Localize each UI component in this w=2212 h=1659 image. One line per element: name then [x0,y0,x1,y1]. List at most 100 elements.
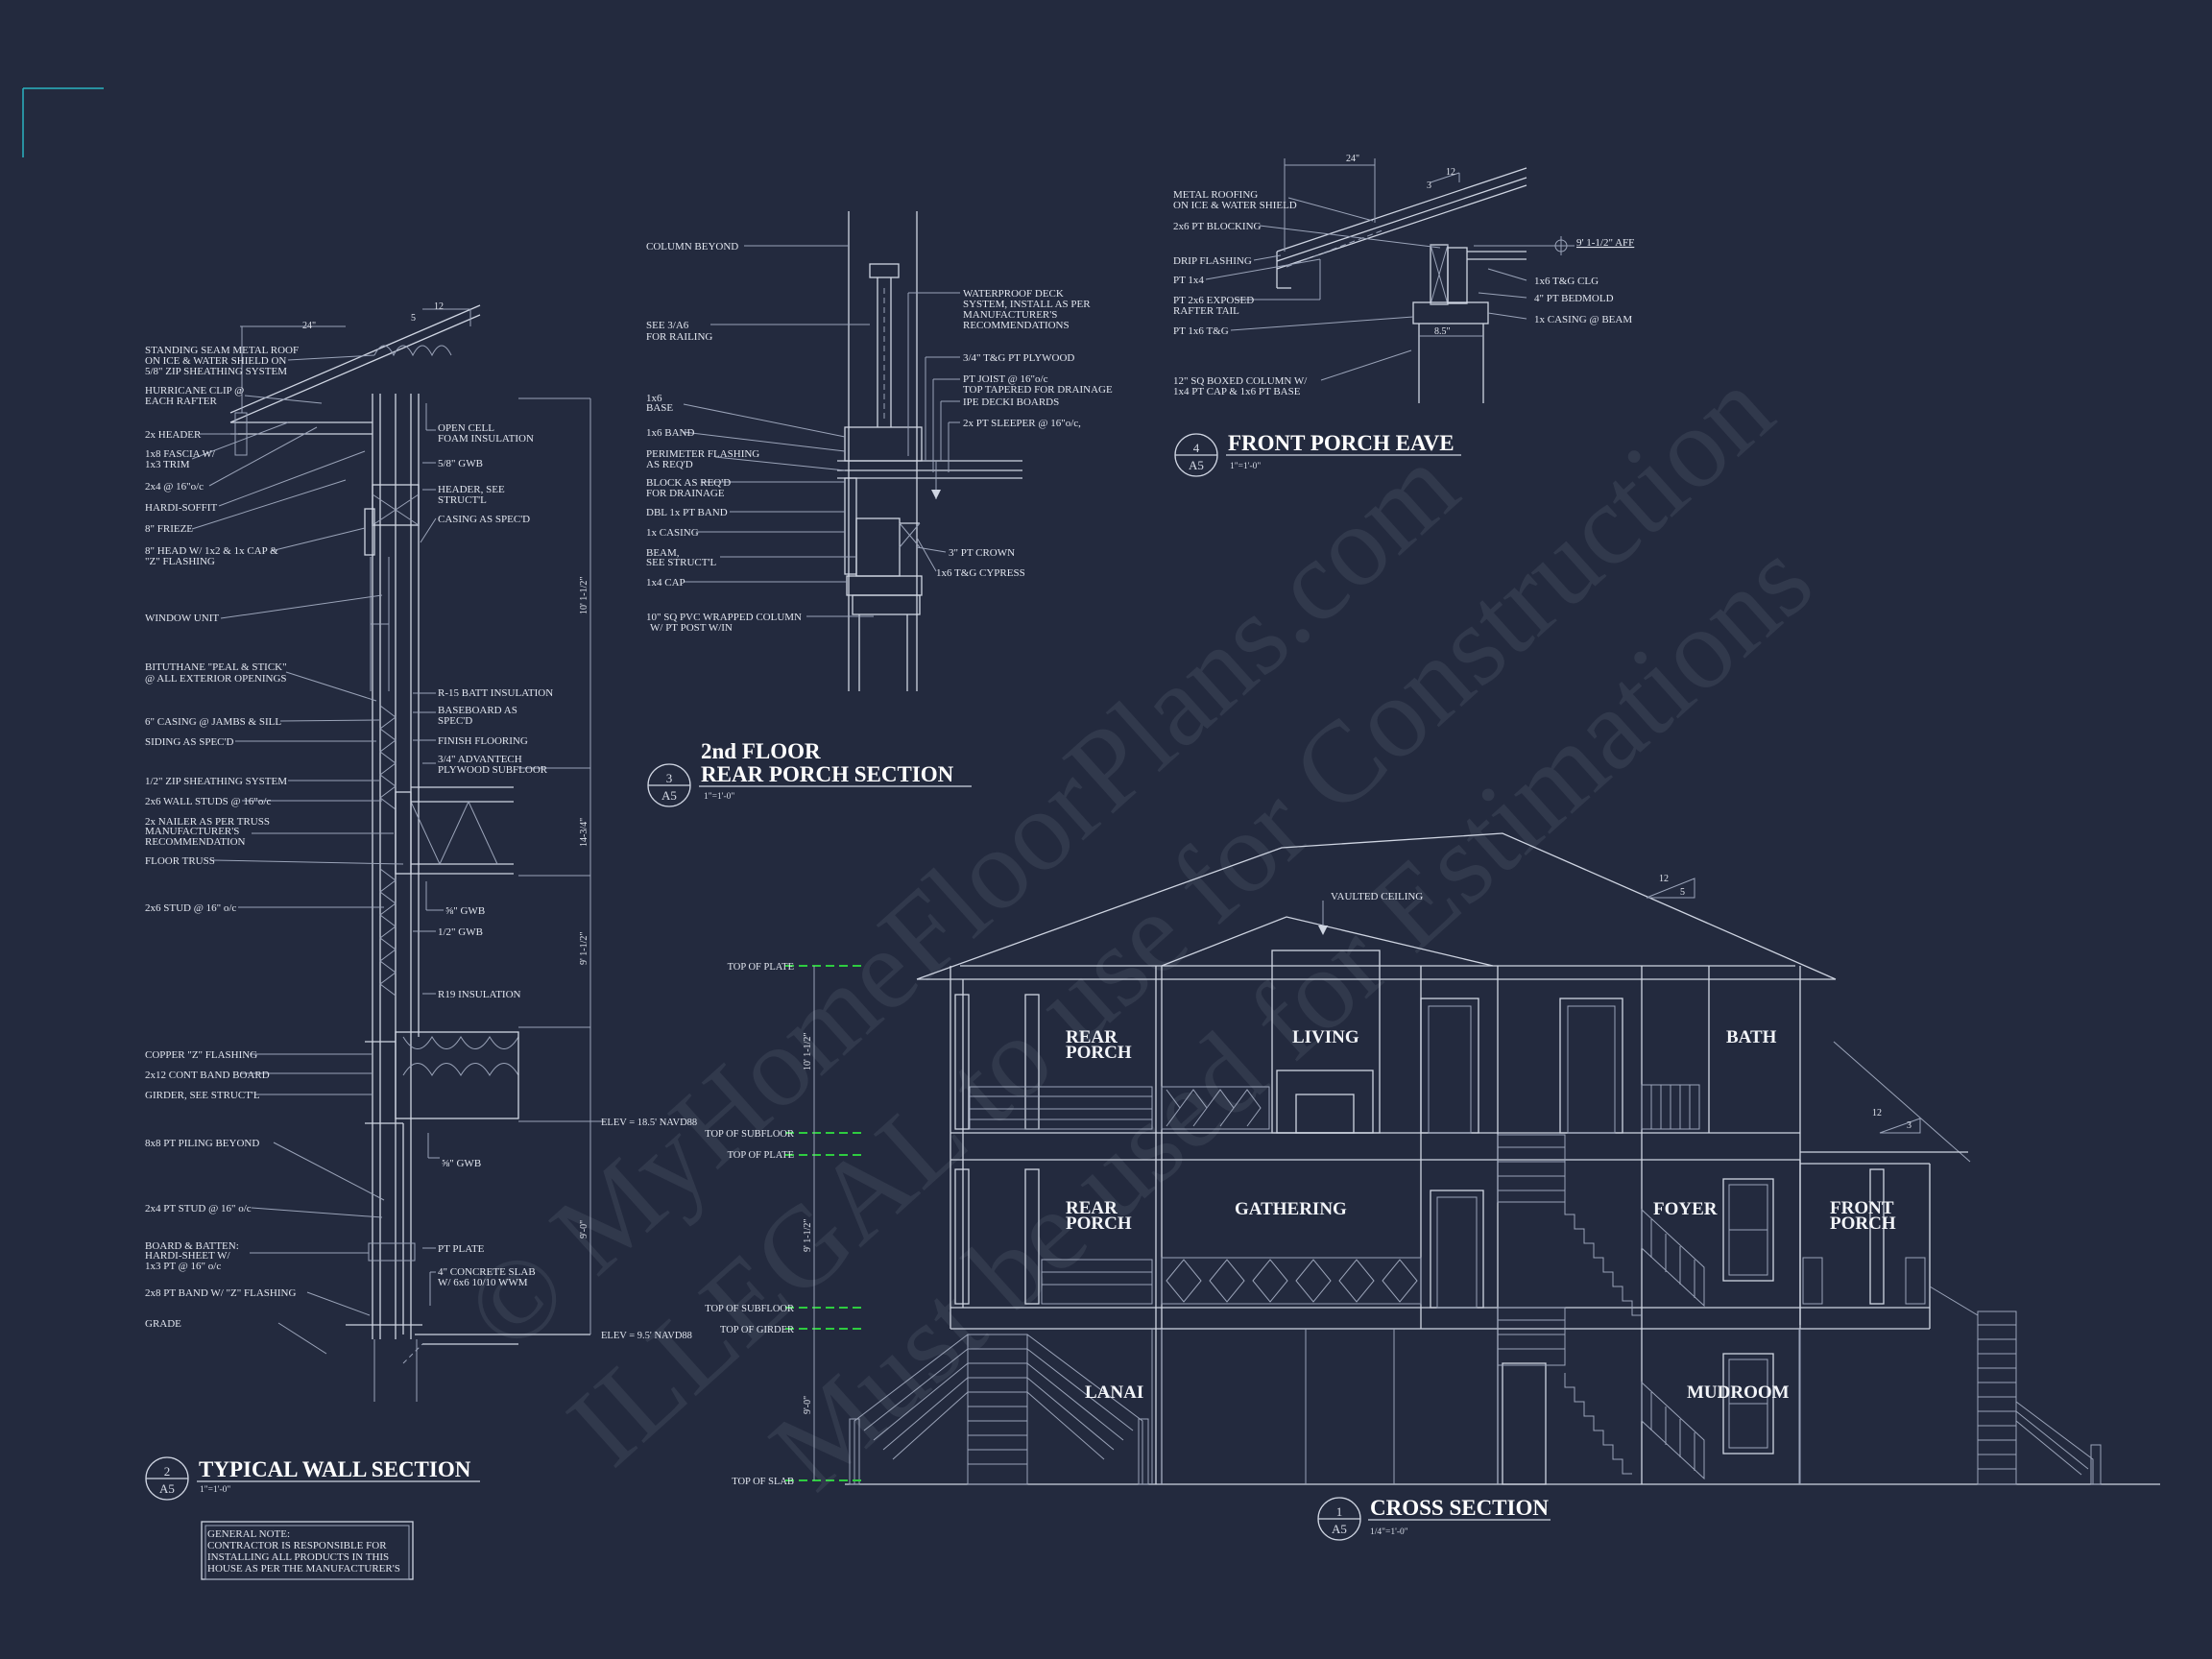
porch-note: PERIMETER FLASHING [646,448,759,460]
wall-note-right: PT PLATE [438,1243,485,1255]
porch-eave-notes: METAL ROOFING ON ICE & WATER SHIELD 2x6 … [1173,154,1634,397]
room-label: PORCH [1066,1214,1132,1234]
slope-label: 5 [1680,887,1685,898]
rear-porch-section-drawing [837,211,1022,691]
wall-note: @ ALL EXTERIOR OPENINGS [145,673,287,685]
title-scale: 1"=1'-0" [200,1485,230,1495]
porch-note: 10" SQ PVC WRAPPED COLUMN [646,612,802,623]
porch-eave-drawing [1276,158,1575,403]
porch-note: 1x CASING [646,527,699,539]
level-label: TOP OF GIRDER [720,1325,794,1335]
wall-note-right: SPEC'D [438,715,472,727]
wall-dim: 24" [302,321,316,331]
eave-note: 9' 1-1/2" AFF [1576,237,1634,249]
wall-section-leaders [191,354,404,1355]
wall-dim: 10' 1-1/2" [579,577,589,615]
wall-note: 1x8 FASCIA W/ [145,448,216,460]
wall-note-right: PLYWOOD SUBFLOOR [438,764,548,776]
porch-note-right: MANUFACTURER'S [963,309,1057,321]
level-dimension: 9'-0" [803,1396,813,1414]
wall-section-dimensions: 24" 12 5 10' 1-1/2" 14-3/4" 9' 1-1/2" 9'… [302,301,697,1341]
wall-note-right: 5/8" GWB [438,458,483,469]
slope-label: 12 [1659,874,1669,884]
porch-note: 1x4 CAP [646,577,685,589]
wall-note: GIRDER, SEE STRUCT'L [145,1090,260,1101]
wall-note: COPPER "Z" FLASHING [145,1049,257,1061]
wall-section-notes-right: OPEN CELL FOAM INSULATION 5/8" GWB HEADE… [413,403,553,1306]
title-sheet: A5 [1332,1522,1347,1536]
wall-dim: 9' 1-1/2" [579,932,589,966]
room-label: LIVING [1292,1027,1359,1047]
rear-porch-title: 3 A5 2nd FLOOR REAR PORCH SECTION 1"=1'-… [647,739,972,807]
porch-note-right: SYSTEM, INSTALL AS PER [963,299,1091,310]
eave-note: 1x6 T&G CLG [1534,276,1599,287]
wall-section-title: 2 A5 TYPICAL WALL SECTION 1"=1'-0" [145,1456,480,1501]
rear-porch-notes: COLUMN BEYOND SEE 3/A6 FOR RAILING 1x6 B… [646,241,1113,634]
wall-note-right: BASEBOARD AS [438,705,517,716]
porch-note-right: PT JOIST @ 16"o/c [963,373,1048,385]
general-note-line: GENERAL NOTE: [207,1528,290,1540]
level-label: TOP OF SLAB [732,1477,794,1487]
wall-note: 6" CASING @ JAMBS & SILL [145,716,281,728]
eave-note: RAFTER TAIL [1173,305,1239,317]
level-dimension: 10' 1-1/2" [803,1033,813,1071]
cross-section-drawing [845,832,2160,1485]
wall-note: SIDING AS SPEC'D [145,736,234,748]
slope-label: 12 [1872,1108,1882,1118]
room-label: PORCH [1830,1214,1896,1234]
wall-note: 8" FRIEZE [145,523,193,535]
wall-note-right: ⅝" GWB [442,1158,481,1169]
room-label: FOYER [1653,1199,1718,1219]
eave-note: PT 1x4 [1173,275,1204,286]
room-label: PORCH [1066,1043,1132,1063]
eave-note: ON ICE & WATER SHIELD [1173,200,1297,211]
wall-note: BITUTHANE "PEAL & STICK" [145,661,287,673]
porch-note-right: TOP TAPERED FOR DRAINAGE [963,384,1113,396]
title-number: 4 [1193,441,1200,455]
cross-section-title-text: CROSS SECTION [1370,1496,1549,1520]
wall-note: 2x HEADER [145,429,202,441]
room-label: REAR [1066,1198,1118,1218]
title-scale: 1"=1'-0" [704,792,734,802]
eave-dim: 8.5" [1434,326,1451,337]
cross-section-title: 1 A5 CROSS SECTION 1/4"=1'-0" [1317,1496,1551,1541]
wall-note-right: ⅝" GWB [445,905,485,917]
wall-dim: 14-3/4" [579,818,589,847]
general-note-line: CONTRACTOR IS RESPONSIBLE FOR [207,1540,387,1551]
wall-note-right: R-15 BATT INSULATION [438,687,553,699]
eave-dim: 3 [1427,180,1431,191]
wall-section-title-text: TYPICAL WALL SECTION [199,1457,471,1481]
porch-note-right: 3/4" T&G PT PLYWOOD [963,352,1074,364]
wall-note: 5/8" ZIP SHEATHING SYSTEM [145,366,287,377]
wall-note: 2x8 PT BAND W/ "Z" FLASHING [145,1287,296,1299]
wall-note: 2x4 PT STUD @ 16" o/c [145,1203,252,1214]
level-dimension: 9' 1-1/2" [803,1219,813,1253]
porch-note-right: RECOMMENDATIONS [963,320,1070,331]
elevation-note: ELEV = 18.5' NAVD88 [601,1118,697,1128]
porch-note-right: 3" PT CROWN [949,547,1015,559]
wall-dim: 5 [411,313,416,324]
wall-note-right: CASING AS SPEC'D [438,514,530,525]
wall-dim: 9'-0" [579,1220,589,1238]
title-scale: 1"=1'-0" [1230,462,1261,471]
porch-note: BASE [646,402,673,414]
wall-note: 1x3 TRIM [145,459,190,470]
rear-porch-title-line2: REAR PORCH SECTION [701,762,954,786]
level-label: TOP OF PLATE [728,962,794,973]
wall-note: BOARD & BATTEN: [145,1240,239,1252]
room-label: LANAI [1085,1382,1143,1403]
title-sheet: A5 [1189,458,1204,472]
wall-note: HARDI-SOFFIT [145,502,217,514]
corner-crop-mark [22,87,104,157]
eave-note: 4" PT BEDMOLD [1534,293,1614,304]
wall-note-right: 4" CONCRETE SLAB [438,1266,536,1278]
wall-note-right: FOAM INSULATION [438,433,534,445]
general-note-line: HOUSE AS PER THE MANUFACTURER'S [207,1563,400,1575]
porch-note-right: 2x PT SLEEPER @ 16"o/c, [963,418,1081,429]
wall-note-right: R19 INSULATION [438,989,521,1000]
porch-eave-title: 4 A5 FRONT PORCH EAVE 1"=1'-0" [1174,431,1461,477]
rear-porch-leaders [683,245,960,617]
porch-note: BLOCK AS REQ'D [646,477,731,489]
